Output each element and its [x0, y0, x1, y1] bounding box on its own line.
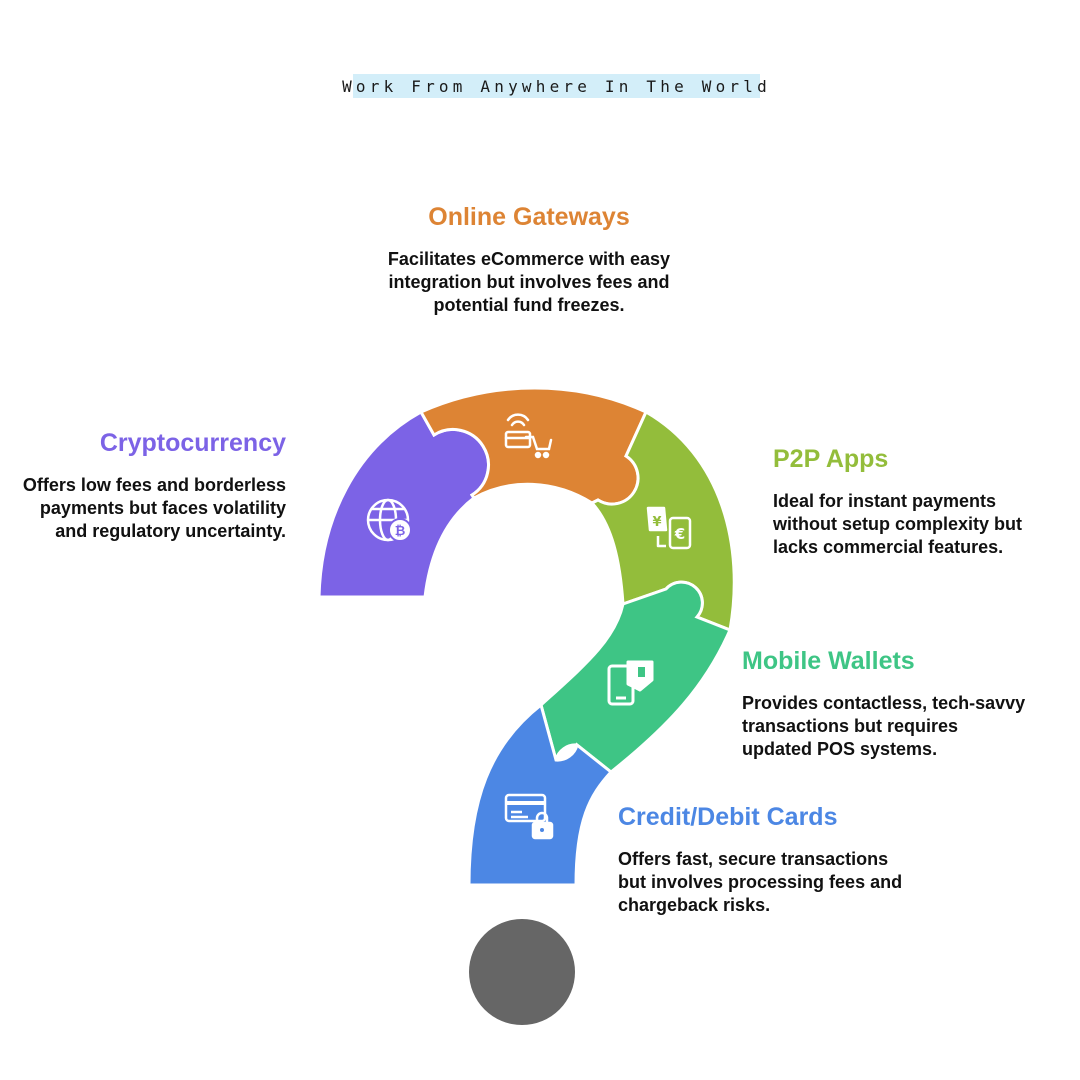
- mobile-wallets-description: Provides contactless, tech-savvy transac…: [742, 693, 1026, 759]
- svg-text:₿: ₿: [395, 524, 406, 539]
- online-gateways-description: Facilitates eCommerce with easy integrat…: [387, 249, 671, 315]
- label-credit-debit-cards: Credit/Debit Cards Offers fast, secure t…: [618, 802, 918, 917]
- online-gateways-title: Online Gateways: [428, 203, 630, 231]
- svg-text:¥: ¥: [652, 515, 661, 530]
- p2p-apps-title: P2P Apps: [773, 445, 889, 473]
- header-banner: Work From Anywhere In The World: [342, 74, 767, 98]
- label-cryptocurrency: Cryptocurrency Offers low fees and borde…: [12, 428, 286, 543]
- p2p-apps-description: Ideal for instant payments without setup…: [773, 491, 1023, 557]
- question-mark-dot: [469, 919, 575, 1025]
- globe-bitcoin-icon: ₿: [366, 498, 412, 542]
- credit-debit-cards-description: Offers fast, secure transactions but inv…: [618, 849, 903, 915]
- card-lock-icon: [504, 793, 554, 840]
- phone-wallet-icon: [607, 660, 654, 706]
- label-online-gateways: Online Gateways Facilitates eCommerce wi…: [370, 202, 688, 317]
- label-mobile-wallets: Mobile Wallets Provides contactless, tec…: [742, 646, 1032, 761]
- cryptocurrency-description: Offers low fees and borderless payments …: [22, 475, 286, 541]
- puzzle-piece-cryptocurrency[interactable]: [317, 409, 490, 599]
- card-cart-wireless-icon: [504, 413, 553, 459]
- svg-text:€: €: [674, 525, 685, 543]
- label-p2p-apps: P2P Apps Ideal for instant payments with…: [773, 444, 1039, 559]
- mobile-wallets-title: Mobile Wallets: [742, 647, 915, 675]
- banner-text: Work From Anywhere In The World: [342, 76, 771, 96]
- currency-exchange-icon: ¥ €: [646, 506, 692, 550]
- credit-debit-cards-title: Credit/Debit Cards: [618, 803, 838, 831]
- cryptocurrency-title: Cryptocurrency: [99, 429, 286, 457]
